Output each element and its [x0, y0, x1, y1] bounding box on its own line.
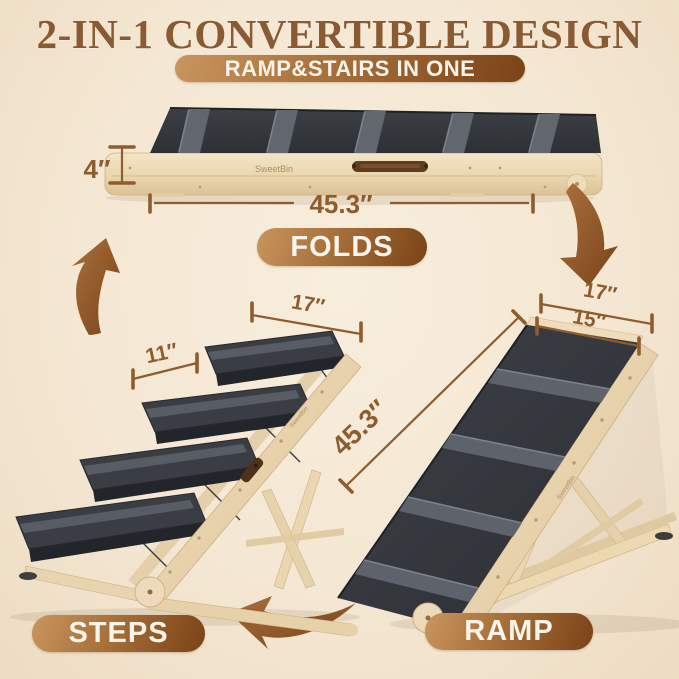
steps-width-dimension: 17″ [250, 290, 363, 343]
steps-latch [240, 457, 264, 483]
rail-screws [168, 390, 324, 574]
folded-length-dimension: 45.3″ [148, 189, 535, 219]
steps-depth-dimension: 11″ [131, 339, 199, 390]
carry-handle [352, 161, 428, 172]
steps-badge-label: STEPS [68, 617, 169, 649]
folded-height-dimension: 4″ [84, 145, 136, 185]
ramp-carpet [338, 325, 640, 628]
brand-logo: SweetBin [255, 164, 293, 174]
steps-badge: STEPS [32, 615, 205, 652]
folded-ramp-image: SweetBin [104, 107, 603, 205]
step-treads [15, 330, 345, 562]
folded-height-label: 4″ [84, 154, 111, 184]
steps-width-label: 17″ [290, 290, 327, 318]
screw-dots [128, 166, 547, 189]
subtitle-badge-label: RAMP&STAIRS IN ONE [224, 55, 476, 81]
ramp-length-label: 45.3″ [326, 394, 394, 461]
ramp-outer-width-label: 17″ [582, 278, 619, 306]
curved-arrow-up-icon [72, 238, 120, 335]
folds-badge-label: FOLDS [290, 230, 394, 263]
ramp-image: SweetBin [337, 316, 679, 641]
page-title: 2-IN-1 CONVERTIBLE DESIGN [36, 11, 643, 57]
subtitle-badge: RAMP&STAIRS IN ONE [175, 55, 525, 82]
ramp-rail-screws [496, 376, 632, 579]
ramp-outer-width-dimension: 17″ [539, 278, 654, 334]
folded-carpet-crossbars [178, 109, 560, 153]
ramp-badge-label: RAMP [464, 615, 554, 647]
steps-image: SweetBin [10, 330, 362, 637]
ramp-badge: RAMP [425, 613, 593, 650]
ramp-carpet-crossbars [355, 368, 611, 602]
curved-arrow-down-icon [560, 183, 618, 286]
folded-length-label: 45.3″ [309, 189, 372, 219]
folds-badge: FOLDS [257, 228, 427, 266]
steps-depth-label: 11″ [143, 339, 179, 368]
